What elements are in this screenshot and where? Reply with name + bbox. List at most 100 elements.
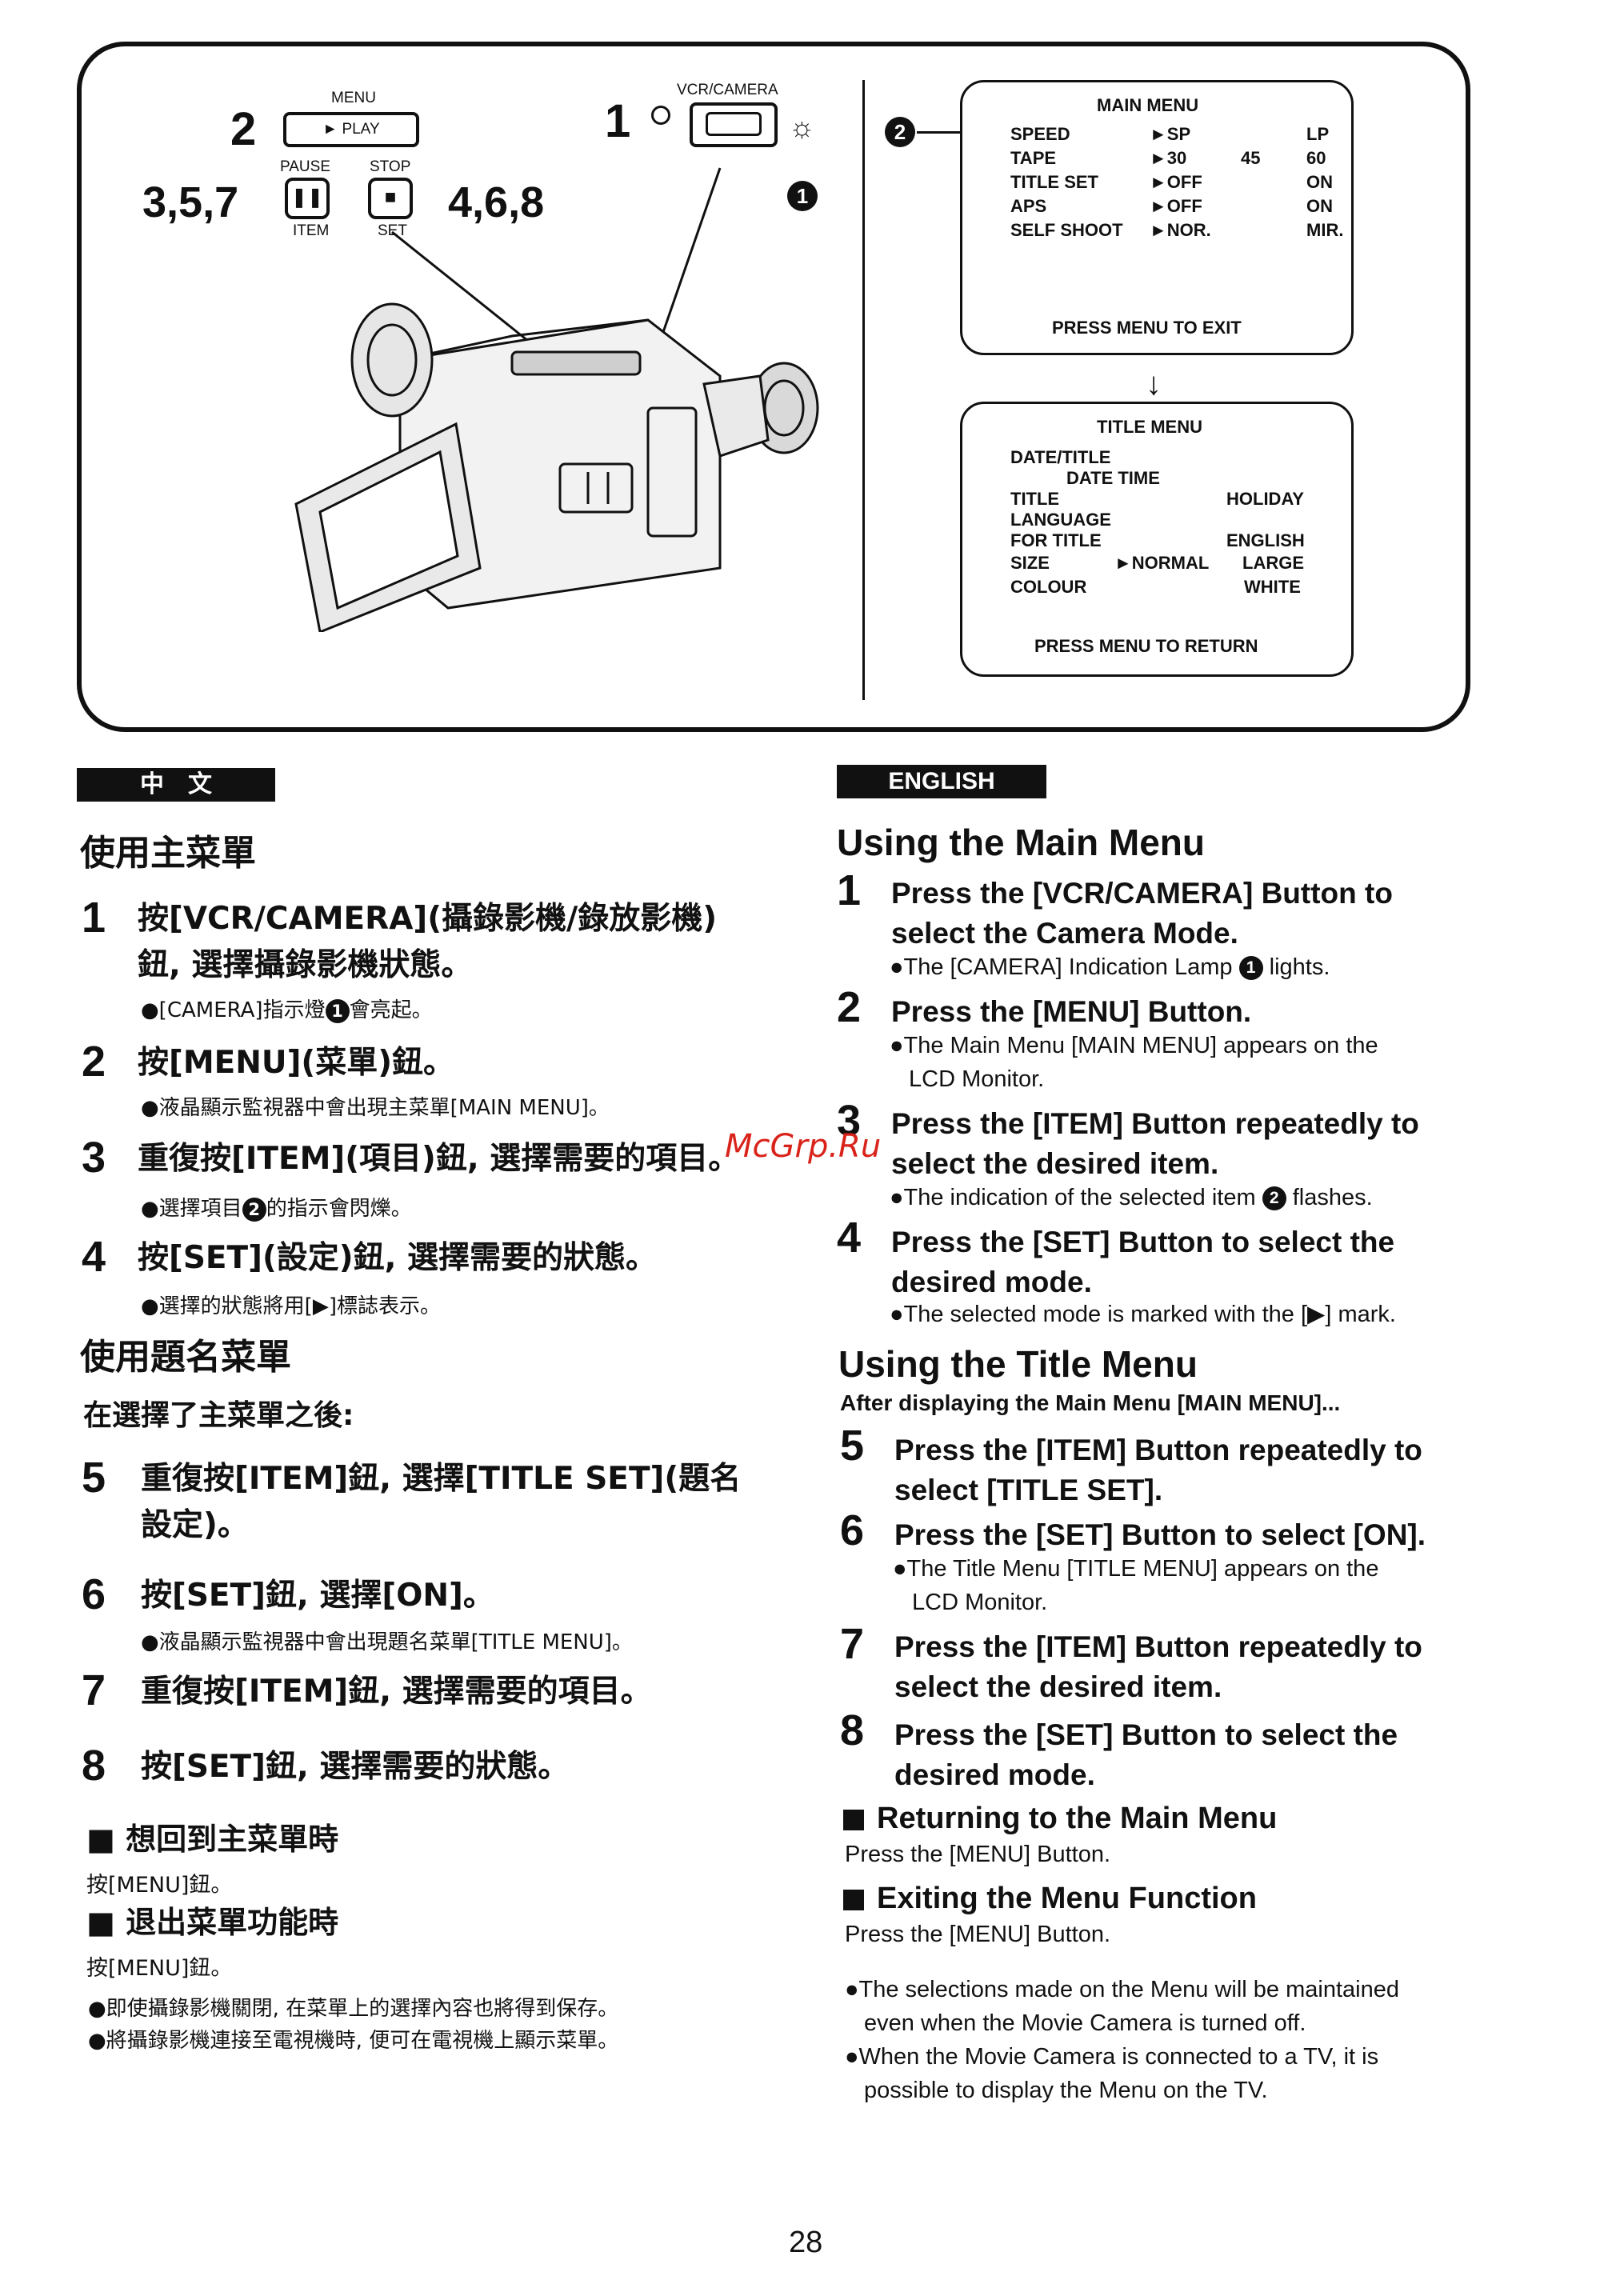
title-menu-colour-value: WHITE (1244, 577, 1301, 597)
zh-bullet-2: ●將攝錄影機連接至電視機時, 便可在電視機上顯示菜單。 (88, 2029, 619, 2053)
en-step-1-number: 1 (837, 866, 862, 914)
zh-step-1-number: 1 (82, 894, 106, 942)
title-menu-size-sel: ►NORMAL (1114, 553, 1210, 573)
en-return-heading-text: Returning to the Main Menu (877, 1802, 1278, 1835)
item-label: ITEM (293, 222, 330, 239)
zh-bullet-1: ●即使攝錄影機關閉, 在菜單上的選擇內容也將得到保存。 (88, 1997, 619, 2021)
en-step-4-number: 4 (837, 1214, 862, 1262)
zh-after-main-menu: 在選擇了主菜單之後: (83, 1399, 354, 1432)
steps-right-label: 4,6,8 (448, 178, 545, 226)
vcr-indicator-icon (651, 106, 670, 125)
title-menu-title: TITLE MENU (1097, 417, 1202, 437)
main-menu-row-titleset-label: TITLE SET (1010, 172, 1098, 192)
camcorder-illustration (294, 167, 819, 632)
main-menu-row-titleset-c3: ON (1306, 172, 1333, 192)
zh-note3-pre: ●選擇項目 (141, 1197, 242, 1221)
zh-step-8-number: 8 (82, 1742, 106, 1790)
en-step-3-number: 3 (837, 1097, 862, 1145)
switch-knob (706, 112, 762, 136)
en-s3-note-pre: ●The indication of the selected item (890, 1185, 1256, 1210)
main-menu-row-selfshoot-label: SELF SHOOT (1010, 220, 1123, 240)
zh-step-3-text: 重復按[ITEM](項目)鈕, 選擇需要的項目。 (138, 1141, 740, 1177)
zh-step-2-text: 按[MENU](菜單)鈕。 (138, 1045, 455, 1081)
en-step-2-note-b: LCD Monitor. (909, 1066, 1045, 1092)
en-step-6-line-a: Press the [SET] Button to select [ON]. (894, 1518, 1426, 1551)
zh-step-3-number: 3 (82, 1134, 106, 1182)
step-1-label: 1 (605, 95, 631, 147)
title-menu-panel: TITLE MENU DATE/TITLE DATE TIME TITLE HO… (960, 402, 1354, 677)
en-bullet-1-line-b: even when the Movie Camera is turned off… (864, 2010, 1306, 2036)
en-step-4-note: ●The selected mode is marked with the [▶… (890, 1302, 1396, 1327)
pause-label: PAUSE (280, 158, 331, 175)
en-bullet-1-line-a: ●The selections made on the Menu will be… (845, 1977, 1399, 2002)
main-menu-row-aps-sel: ►OFF (1150, 196, 1202, 216)
stop-icon: ■ (384, 186, 397, 208)
title-menu-size-label: SIZE (1010, 553, 1050, 573)
zh-step-6-note: ●液晶顯示監視器中會出現題名菜單[TITLE MENU]。 (141, 1630, 633, 1654)
item-pause-button[interactable]: ❚❚ (285, 178, 330, 219)
zh-step-2-note: ●液晶顯示監視器中會出現主菜單[MAIN MENU]。 (141, 1096, 610, 1120)
square-bullet-icon (843, 1809, 864, 1830)
en-step-6-note-a: ●The Title Menu [TITLE MENU] appears on … (893, 1556, 1379, 1582)
en-heading-title-menu: Using the Title Menu (838, 1343, 1198, 1385)
zh-step-4-note: ●選擇的狀態將用[▶]標誌表示。 (141, 1294, 441, 1318)
zh-exit-heading: ■ 退出菜單功能時 (86, 1905, 339, 1940)
control-strip (510, 350, 642, 376)
en-step-3-line-b: select the desired item. (891, 1147, 1219, 1180)
en-s3-note-post: flashes. (1292, 1185, 1373, 1210)
en-heading-main-menu: Using the Main Menu (837, 822, 1205, 863)
play-button[interactable]: ► PLAY (283, 112, 419, 147)
zh-return-text: 按[MENU]鈕。 (86, 1873, 233, 1898)
main-menu-row-tape-label: TAPE (1010, 148, 1057, 168)
zh-step-4-number: 4 (82, 1233, 106, 1281)
callout-2-icon: 2 (1262, 1186, 1286, 1211)
vcr-camera-switch[interactable] (690, 102, 778, 147)
title-menu-language-value: ENGLISH (1226, 530, 1305, 550)
en-bullet-2-line-a: ●When the Movie Camera is connected to a… (845, 2044, 1379, 2070)
en-exit-text: Press the [MENU] Button. (845, 1922, 1111, 1947)
main-menu-footer: PRESS MENU TO EXIT (1052, 318, 1242, 338)
camcorder-lens (350, 302, 434, 418)
step-2-label: 2 (230, 103, 257, 155)
en-step-1-note: ●The [CAMERA] Indication Lamp 1 lights. (890, 950, 1330, 984)
title-menu-colour-label: COLOUR (1010, 577, 1087, 597)
zh-step-4-text: 按[SET](設定)鈕, 選擇需要的狀態。 (138, 1240, 658, 1276)
chinese-tag: 中 文 (77, 768, 275, 802)
main-menu-row-speed-sel: ►SP (1150, 124, 1191, 144)
main-menu-row-aps-c3: ON (1306, 196, 1333, 216)
en-step-8-line-a: Press the [SET] Button to select the (894, 1718, 1398, 1751)
callout-1-icon: 1 (1238, 956, 1263, 981)
title-menu-title-value: HOLIDAY (1226, 489, 1304, 509)
zh-heading-main-menu: 使用主菜單 (80, 833, 256, 874)
en-step-6-number: 6 (840, 1506, 865, 1554)
en-step-2-number: 2 (837, 983, 862, 1031)
play-label: ► PLAY (322, 121, 380, 138)
title-menu-size-value: LARGE (1242, 553, 1304, 573)
main-menu-row-tape-c2: 45 (1241, 148, 1261, 168)
en-step-4-line-a: Press the [SET] Button to select the (891, 1226, 1395, 1258)
title-menu-footer: PRESS MENU TO RETURN (1034, 636, 1258, 656)
en-step-7-line-a: Press the [ITEM] Button repeatedly to (894, 1630, 1422, 1663)
set-stop-button[interactable]: ■ (368, 178, 413, 219)
menu-label: MENU (331, 90, 376, 106)
zh-step-1-text: 按[VCR/CAMERA](攝錄影機/錄放影機)鈕, 選擇攝錄影機狀態。 (138, 901, 718, 983)
vcr-camera-label: VCR/CAMERA (677, 82, 778, 98)
main-menu-panel: MAIN MENU SPEED ►SP LP TAPE ►30 45 60 TI… (960, 80, 1354, 355)
zh-step-2-number: 2 (82, 1038, 106, 1086)
en-after-main-menu: After displaying the Main Menu [MAIN MEN… (840, 1390, 1341, 1415)
steps-left-label: 3,5,7 (142, 178, 239, 226)
callout-2-icon: 2 (885, 117, 915, 147)
callout-1-icon: 1 (325, 998, 350, 1023)
square-bullet-icon (843, 1889, 864, 1910)
en-return-text: Press the [MENU] Button. (845, 1842, 1111, 1867)
en-step-1-line-a: Press the [VCR/CAMERA] Button to (891, 877, 1393, 910)
en-step-3-line-a: Press the [ITEM] Button repeatedly to (891, 1107, 1419, 1140)
en-step-7-number: 7 (840, 1620, 865, 1668)
main-menu-row-tape-c3: 60 (1306, 148, 1326, 168)
figure-frame (77, 42, 1470, 732)
callout-2-line (917, 131, 962, 134)
title-menu-title-label: TITLE (1010, 489, 1060, 509)
zh-step-7-text: 重復按[ITEM]鈕, 選擇需要的項目。 (141, 1674, 652, 1710)
zh-heading-title-menu: 使用題名菜單 (80, 1337, 291, 1378)
